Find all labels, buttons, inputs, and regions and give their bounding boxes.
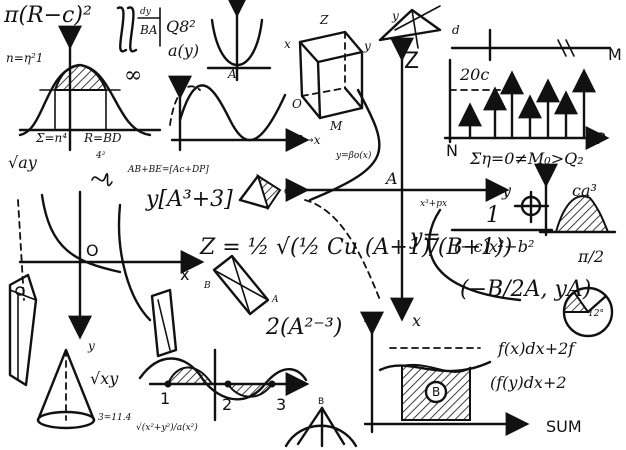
- half-bell-figure: [534, 163, 617, 237]
- formula-2a23: 2(A²⁻³): [265, 315, 342, 340]
- sine-wave-figure: [168, 75, 310, 152]
- formula-sum-word: SUM: [546, 417, 582, 436]
- parabola-figure: [206, 0, 272, 82]
- formula-ybo: y=βo(x): [335, 150, 372, 161]
- cone-figure: [36, 348, 96, 430]
- label-y-hyp: y: [87, 339, 95, 353]
- label-1: 1: [160, 389, 170, 408]
- label-q-stem: Q: [506, 81, 515, 95]
- label-a-area: A: [364, 311, 373, 325]
- label-y-axis: y: [501, 181, 512, 200]
- label-b-par: B: [203, 281, 211, 291]
- formula-sqrt-xy: √xy: [90, 369, 119, 388]
- formula-ay: a(y): [168, 41, 199, 60]
- label-x-axis: x: [412, 311, 421, 330]
- label-o-hyp: O: [86, 241, 99, 260]
- label-p-stem: P: [596, 129, 606, 148]
- formula-r: R=BD: [83, 131, 122, 145]
- formula-q8: Q8²: [166, 17, 196, 36]
- label-y-cube: y: [363, 39, 371, 53]
- parallelogram-figure: [212, 254, 270, 316]
- label-o-cube: O: [292, 97, 302, 111]
- label-x-cube: x: [284, 37, 291, 51]
- formula-pi-half: π/2: [577, 247, 604, 266]
- label-a: A: [227, 67, 237, 81]
- label-2: 2: [222, 395, 232, 414]
- label-x-hyp: x: [180, 265, 189, 284]
- formula-fy-dx: (f(y)dx+2: [490, 373, 567, 392]
- cube-figure: [298, 30, 364, 120]
- label-a-axis: A: [384, 169, 398, 188]
- formula-3-11: 3=11.4: [98, 413, 132, 423]
- integral-sign-1: [116, 6, 128, 53]
- formula-denominator: (−c)x²−b²: [454, 237, 534, 256]
- label-z-cube: Z: [319, 13, 329, 27]
- formula-dy: dy: [140, 7, 152, 17]
- label-m-cube: M: [329, 119, 343, 133]
- integral-sign-2: [126, 6, 138, 53]
- formula-12deg: 12°: [588, 309, 604, 319]
- center-axes: [285, 37, 522, 322]
- formula-20c: 20c: [459, 65, 489, 84]
- formula-numerator: 1: [486, 203, 500, 228]
- label-m-stem: M: [608, 45, 622, 64]
- circle-sector-figure: [562, 286, 614, 338]
- label-n-stem: N: [446, 141, 458, 160]
- formula-fx-dx: f(x)dx+2f: [497, 339, 577, 358]
- label-b-area: B: [432, 385, 440, 399]
- area-under-curve-figure: [360, 311, 530, 436]
- formula-sum: Σ=n⁴: [35, 131, 67, 145]
- label-b-fan: B: [318, 397, 324, 407]
- formula-sqrt-ay: √ay: [8, 153, 38, 172]
- triangle-figure: [378, 5, 442, 49]
- formula-y-a3: y[A³+3]: [145, 187, 233, 212]
- angle-fan-figure: [284, 406, 358, 448]
- label-c-tri: C: [284, 187, 291, 197]
- formula-n: n=η²1: [6, 51, 43, 65]
- label-d-tri: d: [452, 23, 460, 37]
- formula-area: π(R−c)²: [3, 3, 92, 28]
- formula-y-eq: y=: [409, 225, 441, 250]
- formula-2tox: 2→x: [295, 133, 321, 147]
- label-3: 3: [276, 395, 286, 414]
- prism-figure: [150, 288, 178, 358]
- label-z-axis: Z: [404, 49, 419, 74]
- label-a-par: A: [271, 295, 279, 305]
- formula-ab-be: AB+BE=[Ac+DP]: [127, 165, 209, 175]
- formula-ba: BA: [139, 23, 158, 37]
- infinity-symbol: ∞: [124, 63, 142, 88]
- squiggle-arrow: [91, 173, 113, 187]
- bell-curve-figure: [18, 25, 162, 152]
- crystal-figure: [8, 273, 38, 387]
- formula-sum-eta: Ση=0≠M₀>Q₂: [469, 149, 584, 168]
- stem-plot-figure: [443, 28, 612, 150]
- hyperbola-figure: [17, 190, 205, 340]
- formula-sqrt-x2y2: √(x²+y²)/a(x²): [136, 422, 198, 433]
- formula-ca3: ca³: [572, 181, 597, 200]
- formula-x3px: x³+px: [420, 199, 447, 209]
- formula-4sq: 4²: [95, 151, 106, 161]
- formula-vertex: (−B/2A, yA): [460, 277, 591, 302]
- formula-z: Z = ½ √(½ Cu (A+1)/(B+1)): [199, 235, 512, 260]
- hatched-triangle-figure: [238, 173, 282, 211]
- label-y-tri: y: [391, 9, 399, 23]
- crosshair-figure: [513, 190, 550, 224]
- hatched-wave-figure: [138, 348, 310, 422]
